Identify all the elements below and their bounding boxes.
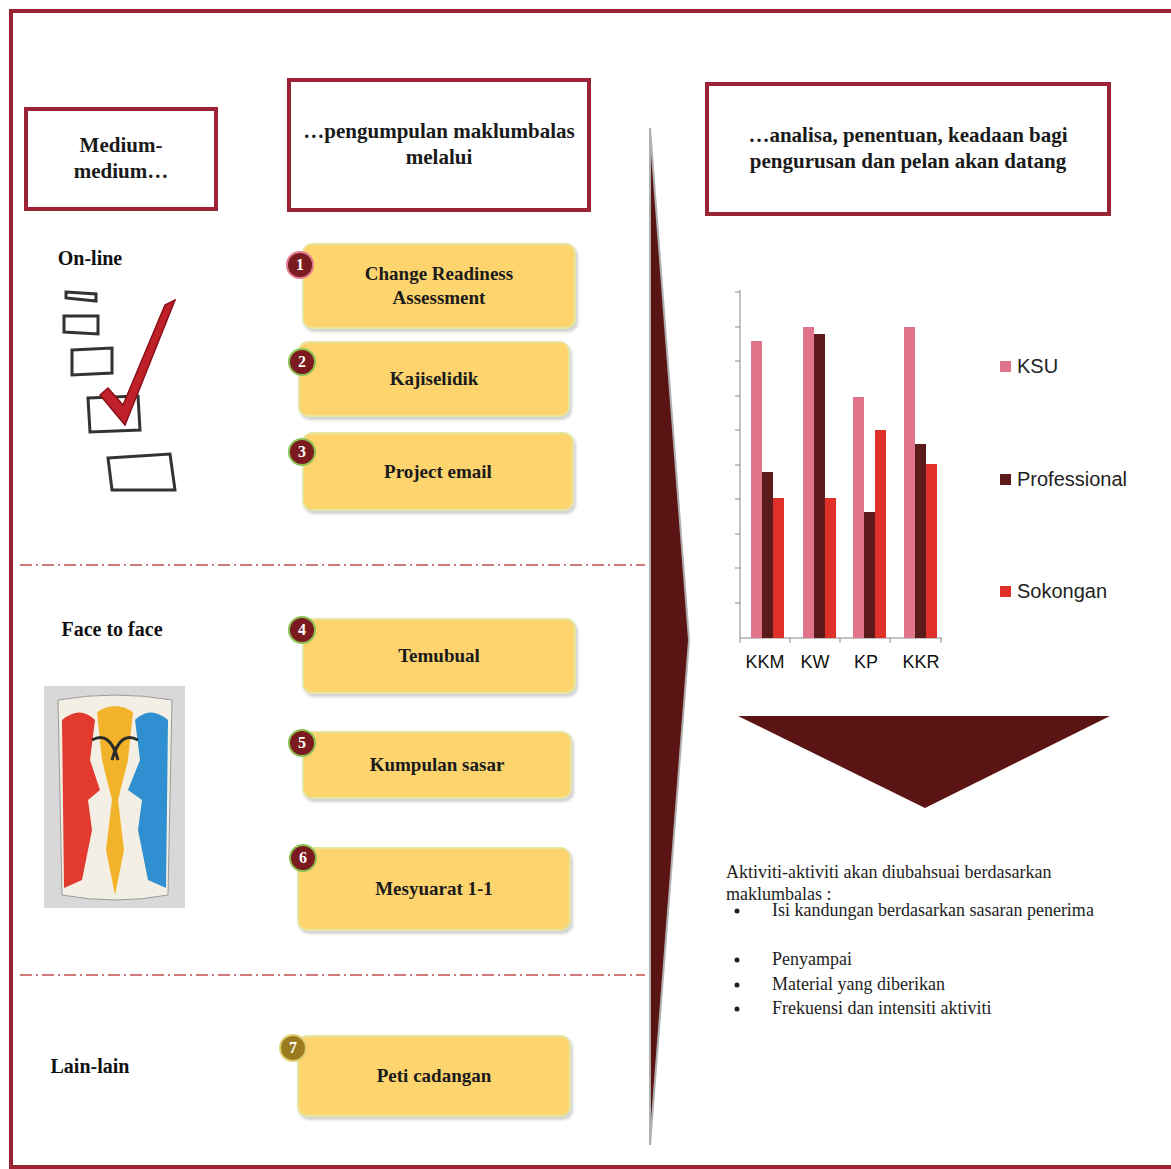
header-box: Medium-medium… [24, 107, 218, 211]
callout-number: 2 [288, 348, 316, 376]
callout-number: 4 [288, 616, 316, 644]
bullet-text: Material yang diberikan [772, 974, 1102, 996]
legend-text: Sokongan [1017, 580, 1107, 603]
process-box: Change Readiness Assessment [302, 243, 576, 329]
process-box: Peti cadangan [297, 1035, 571, 1117]
separator [20, 974, 645, 976]
bar-chart [735, 290, 942, 643]
box-text: …analisa, penentuan, keadaan bagi pengur… [719, 123, 1097, 174]
checklist-icon [64, 292, 175, 490]
axis-label: KW [795, 652, 835, 673]
bullet-text: Isi kandungan berdasarkan sasaran peneri… [772, 900, 1102, 922]
box-text: Project email [384, 460, 492, 484]
box-text: Kajiselidik [390, 367, 479, 391]
box-text: Kumpulan sasar [370, 753, 505, 777]
box-text: Peti cadangan [377, 1064, 492, 1088]
separator [20, 564, 645, 566]
axis-label: KKM [742, 652, 788, 673]
category-label: On-line [40, 246, 140, 271]
axis-label: KKR [896, 652, 946, 673]
axis-label: KP [846, 652, 886, 673]
process-box: Mesyuarat 1-1 [297, 847, 571, 931]
callout-number: 7 [279, 1034, 307, 1062]
header-box: …analisa, penentuan, keadaan bagi pengur… [705, 82, 1111, 216]
callout-number: 3 [288, 438, 316, 466]
legend-swatch [1000, 586, 1011, 597]
process-box: Kumpulan sasar [302, 731, 572, 799]
process-box: Kajiselidik [298, 341, 570, 417]
callout-number: 1 [286, 251, 314, 279]
legend-row: Professional [1000, 468, 1127, 491]
legend-text: KSU [1017, 355, 1058, 378]
chevron-arrow [650, 128, 689, 1145]
frame [11, 11, 1171, 1167]
bullet-text: Frekuensi dan intensiti aktiviti [772, 998, 1112, 1020]
process-box: Project email [302, 432, 574, 511]
box-text: Temubual [398, 644, 480, 668]
faces-icon [44, 686, 185, 908]
header-box: …pengumpulan maklumbalas melalui [287, 78, 591, 212]
box-text: Change Readiness Assessment [326, 262, 552, 310]
legend-swatch [1000, 474, 1011, 485]
box-text: Mesyuarat 1-1 [375, 877, 493, 901]
down-arrow [738, 716, 1110, 808]
legend-text: Professional [1017, 468, 1127, 491]
process-box: Temubual [302, 618, 576, 694]
bullet-text: Penyampai [772, 949, 1102, 971]
legend-row: KSU [1000, 355, 1058, 378]
callout-number: 6 [289, 844, 317, 872]
category-label: Face to face [52, 617, 172, 642]
callout-number: 5 [288, 729, 316, 757]
box-text: …pengumpulan maklumbalas melalui [301, 119, 577, 170]
legend-row: Sokongan [1000, 580, 1107, 603]
box-text: Medium-medium… [38, 133, 204, 184]
category-label: Lain-lain [30, 1054, 150, 1079]
body-text: Aktiviti-aktiviti akan diubahsuai berdas… [726, 862, 1106, 905]
legend-swatch [1000, 361, 1011, 372]
bullet-dots [735, 909, 740, 1012]
